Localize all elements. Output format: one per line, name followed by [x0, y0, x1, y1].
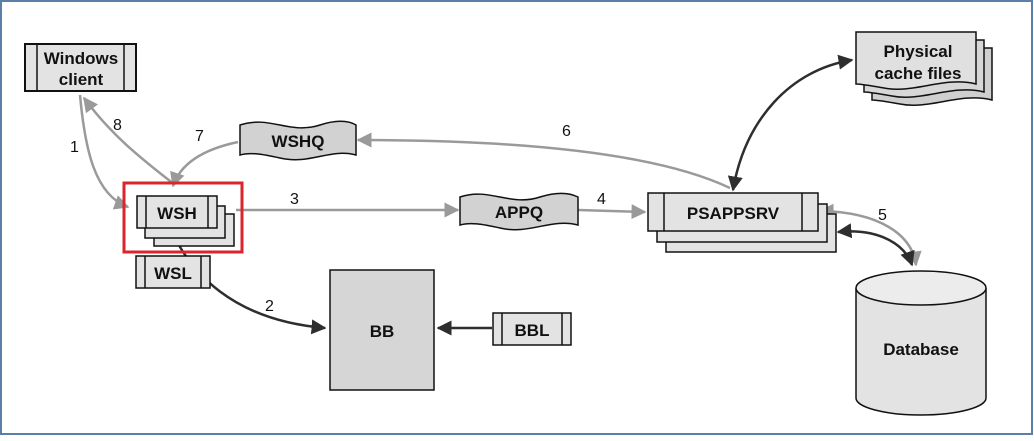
edge-4	[577, 204, 647, 220]
node-windows-client: Windows client	[24, 43, 137, 92]
node-bb: BB	[329, 269, 435, 391]
highlight-box	[122, 181, 244, 254]
edge-label-3: 3	[290, 191, 299, 208]
node-wsh: WSH	[136, 195, 235, 247]
node-bbl: BBL	[492, 312, 572, 346]
node-windows-client-line1: Windows	[44, 49, 118, 68]
edge-label-7: 7	[195, 128, 204, 145]
edge-6	[356, 132, 731, 190]
edge-label-8: 8	[113, 117, 122, 134]
node-physical-cache-line1: Physical	[884, 42, 953, 61]
node-bbl-label: BBL	[515, 321, 550, 340]
node-wsh-label: WSH	[157, 204, 197, 223]
edge-label-4: 4	[597, 191, 606, 208]
node-appq-label: APPQ	[495, 203, 543, 222]
node-appq: APPQ	[459, 192, 579, 231]
edge-8	[82, 96, 176, 186]
node-bb-label: BB	[370, 322, 395, 341]
edge-label-6: 6	[562, 123, 571, 140]
node-windows-client-line2: client	[59, 70, 104, 89]
node-wsl-label: WSL	[154, 264, 192, 283]
node-database: Database	[855, 270, 987, 416]
edge-psappsrv-cache	[727, 54, 854, 192]
edge-7	[170, 140, 239, 188]
node-database-label: Database	[883, 340, 959, 359]
edge-psappsrv-database-dark	[836, 223, 915, 267]
edge-label-2: 2	[265, 298, 274, 315]
node-physical-cache: Physical cache files	[855, 31, 993, 106]
edge-label-5: 5	[878, 207, 887, 224]
node-wsl: WSL	[135, 255, 211, 289]
edge-1	[78, 94, 130, 210]
node-wshq: WSHQ	[239, 120, 357, 161]
node-psappsrv: PSAPPSRV	[647, 192, 837, 253]
node-physical-cache-line2: cache files	[875, 64, 962, 83]
node-psappsrv-label: PSAPPSRV	[687, 204, 780, 223]
node-wshq-label: WSHQ	[272, 132, 325, 151]
edge-label-1: 1	[70, 139, 79, 156]
